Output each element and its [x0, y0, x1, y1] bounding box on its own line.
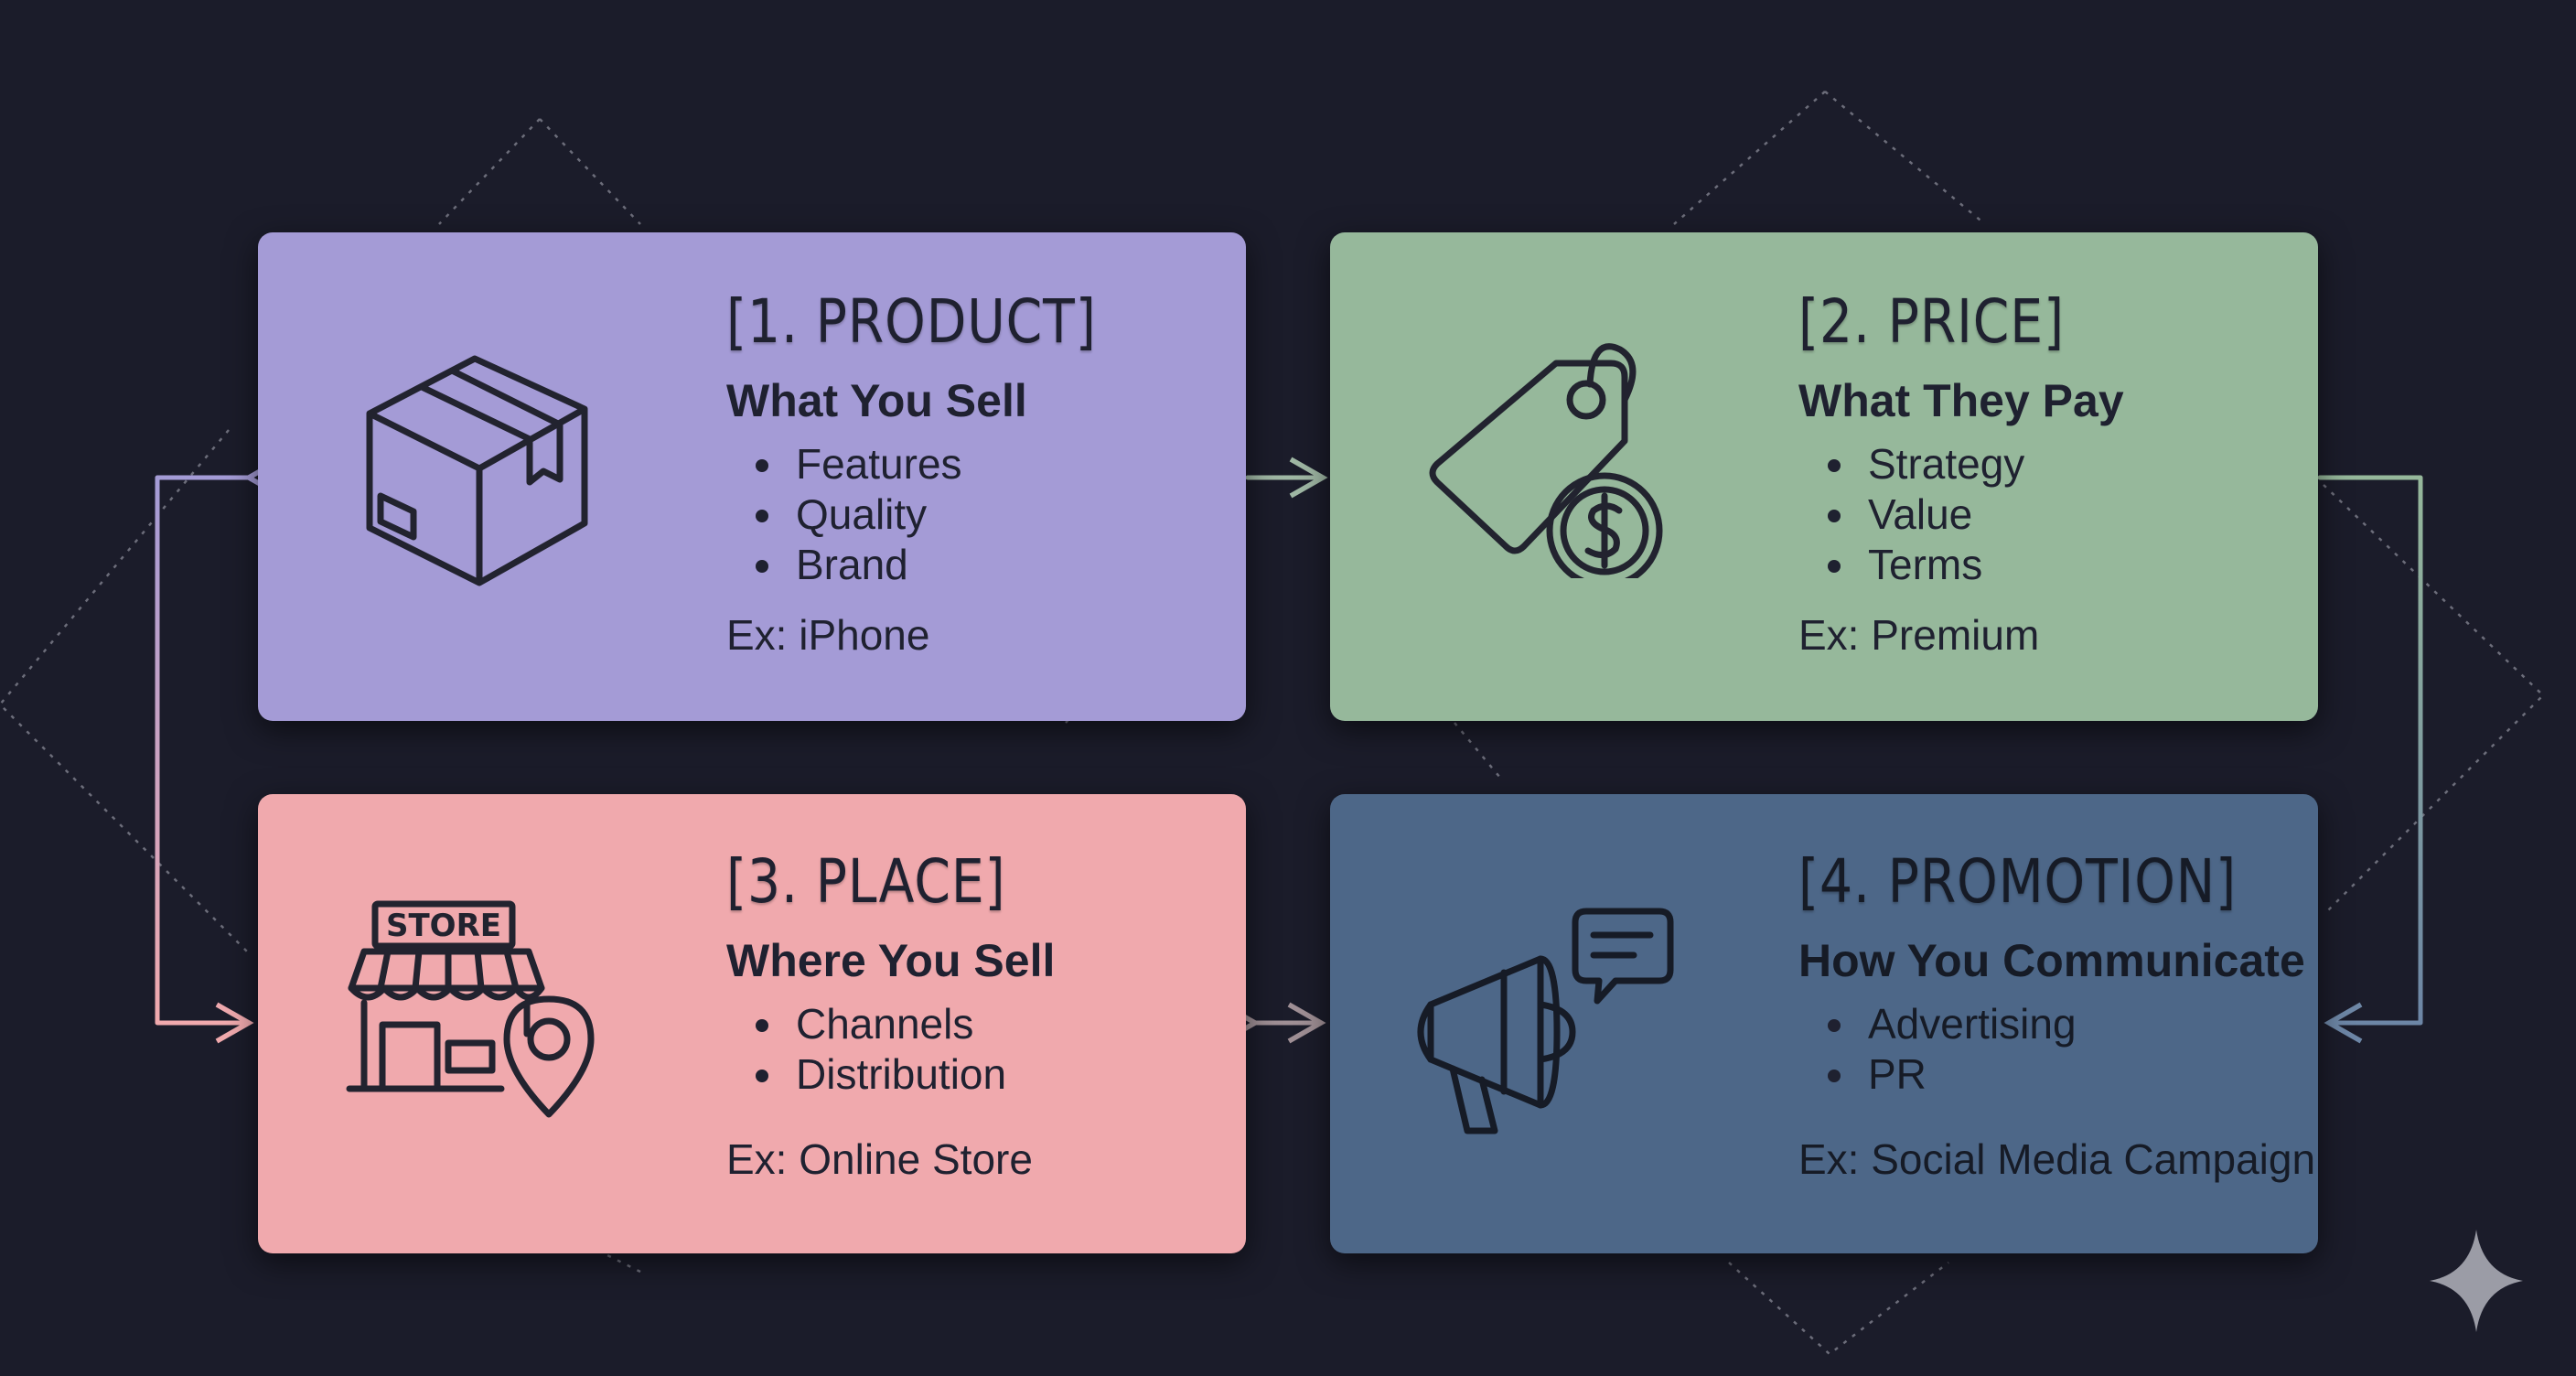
example-text: Ex: Online Store	[726, 1134, 1033, 1183]
product-card: [1. PRODUCT] What You Sell Features Qual…	[258, 232, 1246, 721]
bullet-list: Channels Distribution	[756, 999, 1218, 1100]
store-sign-text: STORE	[386, 908, 501, 944]
list-item: Channels	[756, 999, 1218, 1049]
arrow-left-loop	[155, 457, 283, 1044]
card-subtitle: What They Pay	[1798, 374, 2124, 426]
product-text: [1. PRODUCT] What You Sell Features Qual…	[726, 286, 1218, 660]
price-tag-icon	[1429, 343, 1663, 578]
price-card: [2. PRICE] What They Pay Strategy Value …	[1330, 232, 2318, 721]
list-item: Advertising	[1828, 999, 2291, 1049]
card-subtitle: What You Sell	[726, 374, 1027, 426]
list-item: Quality	[756, 489, 1218, 540]
place-text: [3. PLACE] Where You Sell Channels Distr…	[726, 846, 1218, 1184]
box-icon	[366, 355, 588, 586]
price-text: [2. PRICE] What They Pay Strategy Value …	[1798, 286, 2291, 660]
card-subtitle: How You Communicate	[1798, 934, 2305, 986]
list-item: Terms	[1828, 540, 2291, 590]
card-title: [3. PLACE]	[726, 846, 1006, 917]
card-title: [2. PRICE]	[1798, 286, 2065, 357]
example-text: Ex: iPhone	[726, 610, 930, 659]
connector-arrows	[155, 457, 2423, 1044]
bullet-list: Advertising PR	[1828, 999, 2291, 1100]
list-item: Brand	[756, 540, 1218, 590]
list-item: Distribution	[756, 1049, 1218, 1100]
megaphone-icon	[1417, 908, 1674, 1134]
example-text: Ex: Premium	[1798, 610, 2040, 659]
promotion-text: [4. PROMOTION] How You Communicate Adver…	[1798, 846, 2316, 1184]
place-card: STORE [3. PLACE] Where You Sell Channels…	[258, 794, 1246, 1253]
storefront-location-icon: STORE	[346, 900, 595, 1118]
list-item: Strategy	[1828, 439, 2291, 489]
dotted-diamond-lines	[0, 91, 2545, 1356]
list-item: Features	[756, 439, 1218, 489]
card-title: [1. PRODUCT]	[726, 286, 1097, 357]
arrow-right-loop	[2317, 475, 2423, 1044]
sparkle-icon	[2430, 1230, 2523, 1332]
promotion-card: [4. PROMOTION] How You Communicate Adver…	[1330, 794, 2318, 1253]
card-title: [4. PROMOTION]	[1798, 846, 2238, 917]
list-item: Value	[1828, 489, 2291, 540]
example-text: Ex: Social Media Campaign	[1798, 1134, 2316, 1183]
list-item: PR	[1828, 1049, 2291, 1100]
bullet-list: Strategy Value Terms	[1828, 439, 2291, 590]
bullet-list: Features Quality Brand	[756, 439, 1218, 590]
card-subtitle: Where You Sell	[726, 934, 1056, 986]
